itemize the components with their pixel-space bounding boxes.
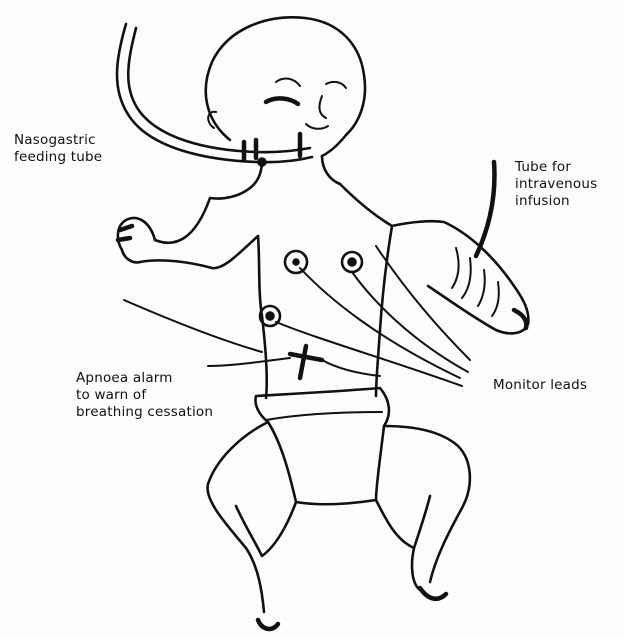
apnoea-sensor-wire <box>208 358 290 366</box>
nasogastric-label: Nasogastric feeding tube <box>14 132 102 166</box>
apnoea-label: Apnoea alarm to warn of breathing cessat… <box>76 370 213 421</box>
right-foot <box>420 588 446 599</box>
right-foot-outline <box>412 548 420 590</box>
monitor-leads-label: Monitor leads <box>493 377 587 394</box>
iv-tube <box>476 162 494 256</box>
chest-electrode-right-dot <box>348 258 356 266</box>
infant-head <box>206 17 365 156</box>
right-arm <box>392 221 528 333</box>
nasogastric-tube <box>128 28 310 152</box>
nappy-fold <box>266 412 382 420</box>
infant-nappy <box>256 388 389 504</box>
chest-electrode-left-dot <box>293 259 299 265</box>
infant-brow <box>276 79 300 86</box>
tube-tape <box>244 134 300 160</box>
intravenous-label: Tube for intravenous infusion <box>515 159 597 210</box>
monitor-lead-2 <box>352 272 468 372</box>
apnoea-sensor <box>290 346 322 378</box>
left-hand-detail <box>118 226 132 240</box>
abdomen-electrode-dot <box>266 312 274 320</box>
left-foot <box>258 620 278 629</box>
infant-nose <box>319 96 326 118</box>
infant-mouth <box>306 124 328 129</box>
infant-eye-2 <box>326 82 346 88</box>
nasogastric-tube-inner <box>117 24 312 162</box>
right-hand <box>514 310 526 328</box>
apnoea-sensor-wire-2 <box>322 360 380 376</box>
monitor-lead-5 <box>124 300 262 352</box>
infant-eye <box>266 98 298 104</box>
tube-tip <box>258 158 266 166</box>
left-leg <box>208 422 268 612</box>
right-leg-inner <box>376 496 430 548</box>
left-arm-upper <box>155 188 250 243</box>
